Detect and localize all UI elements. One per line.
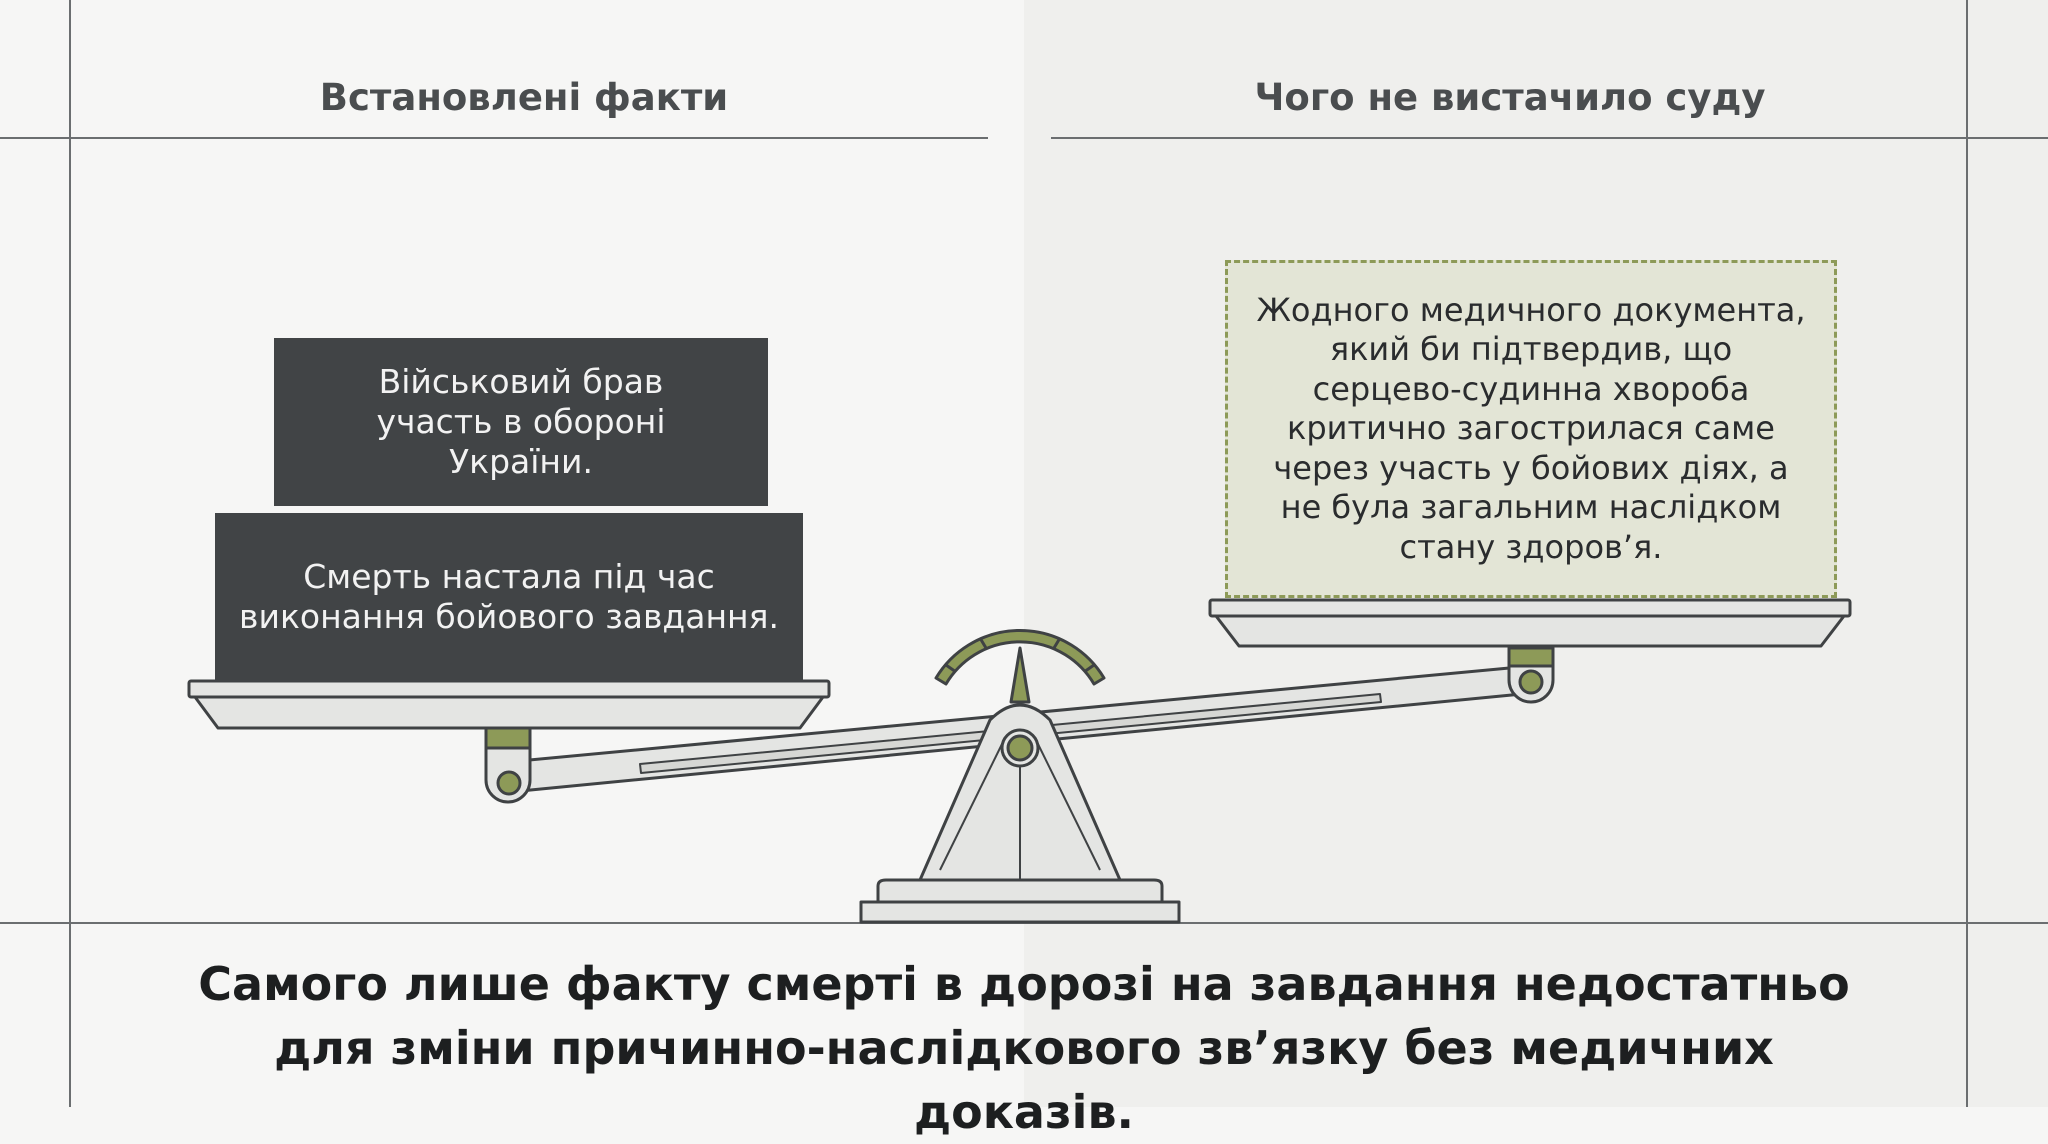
- frame-line-left: [69, 0, 71, 1107]
- fact-block-defense: Військовий брав участь в обороні України…: [274, 338, 768, 506]
- established-facts-title: Встановлені факти: [319, 76, 729, 119]
- missing-evidence-title: Чого не вистачило суду: [1254, 76, 1766, 119]
- missing-evidence-box: Жодного медичного документа, який би під…: [1225, 260, 1837, 598]
- fact-block-combat-death: Смерть настала під час виконання бойовог…: [215, 513, 803, 681]
- fact-text-defense: Військовий брав участь в обороні України…: [376, 362, 666, 481]
- conclusion-text: Самого лише факту смерті в дорозі на зав…: [0, 952, 2048, 1144]
- balance-scale-icon: [187, 598, 1852, 924]
- frame-line-right: [1966, 0, 1968, 1107]
- missing-evidence-text: Жодного медичного документа, який би під…: [1256, 290, 1806, 566]
- conclusion-statement: Самого лише факту смерті в дорозі на зав…: [198, 957, 1850, 1139]
- header-rule-left: [0, 137, 988, 139]
- header-rule-right: [1051, 137, 2048, 139]
- fact-text-combat-death: Смерть настала під час виконання бойовог…: [239, 557, 779, 636]
